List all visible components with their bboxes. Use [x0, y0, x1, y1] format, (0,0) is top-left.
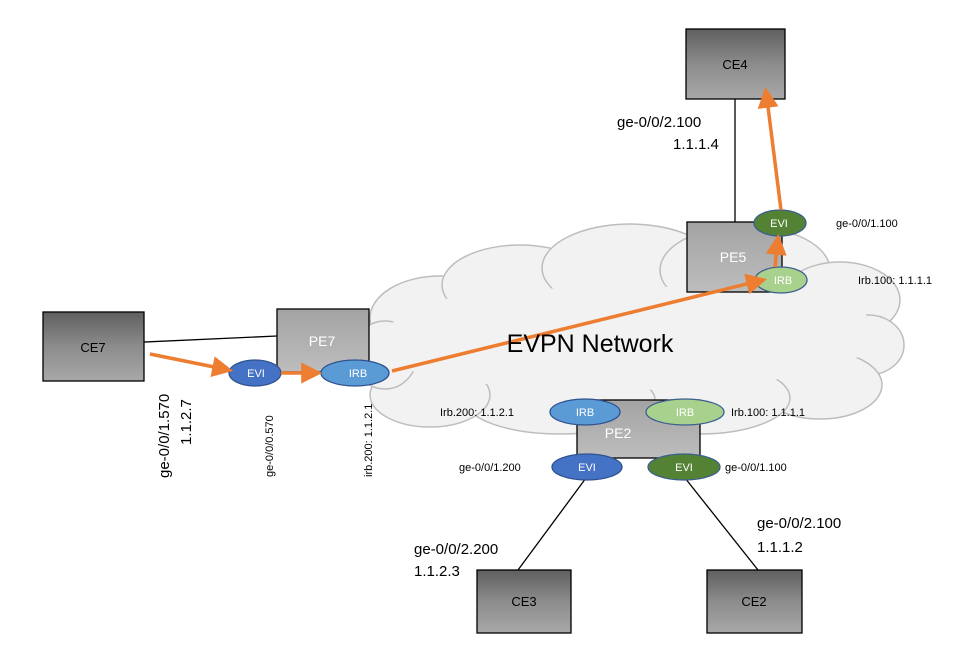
- arrow-ce7-to-evi: [149, 352, 234, 377]
- pe2-irb200-oval: IRB: [549, 398, 621, 426]
- ce2-interface-label: ge-0/0/2.100: [757, 515, 841, 532]
- pe5-irb-label: IRB: [774, 275, 792, 287]
- ce3-interface-label: ge-0/0/2.200: [414, 541, 498, 558]
- pe2-irb100-interface-label: Irb.100: 1.1.1.1: [731, 407, 805, 419]
- ce2-label: CE2: [741, 594, 766, 609]
- pe7-evi-oval: EVI: [228, 359, 282, 387]
- pe2-irb200-interface-label: Irb.200: 1.1.2.1: [440, 407, 514, 419]
- pe7-irb-interface-label: irb.200: 1.1.2.1: [363, 404, 375, 477]
- traffic-path: [149, 86, 787, 384]
- ce4-ip-label: 1.1.1.4: [673, 136, 719, 153]
- pe5-evi-oval: EVI: [753, 209, 807, 237]
- pe2-irb200-label: IRB: [576, 407, 594, 419]
- pe5-evi-label: EVI: [770, 218, 788, 230]
- pe7-evi-interface-label: ge-0/0/0.570: [264, 415, 276, 477]
- ce4-router: CE4: [685, 28, 786, 100]
- arrow-irb-to-evi: [765, 233, 787, 268]
- pe7-evi-label: EVI: [247, 368, 265, 380]
- pe5-label: PE5: [720, 249, 747, 265]
- pe2-irb100-label: IRB: [676, 407, 694, 419]
- ce4-label: CE4: [722, 57, 747, 72]
- ce3-ip-label: 1.1.2.3: [414, 563, 460, 580]
- pe5-evi-interface-label: ge-0/0/1.100: [836, 218, 898, 230]
- ce7-interface-label: ge-0/0/1.570: [156, 394, 173, 478]
- pe2-evi200-oval: EVI: [551, 453, 623, 481]
- ce7-label: CE7: [80, 340, 105, 355]
- pe7-irb-oval: IRB: [320, 359, 390, 387]
- pe2-evi100-label: EVI: [675, 462, 693, 474]
- ce3-router: CE3: [476, 569, 572, 634]
- pe2-evi200-label: EVI: [578, 462, 596, 474]
- arrow-pe7-to-pe5: [391, 273, 768, 373]
- ce4-interface-label: ge-0/0/2.100: [617, 114, 701, 131]
- pe2-label: PE2: [605, 425, 632, 441]
- arrow-evi-to-ce4: [757, 86, 783, 211]
- pe5-irb-oval: IRB: [754, 266, 808, 294]
- ce7-ip-label: 1.1.2.7: [178, 399, 195, 445]
- ce7-router: CE7: [42, 311, 145, 382]
- pe2-evi100-oval: EVI: [647, 453, 721, 481]
- cloud-label: EVPN Network: [507, 330, 674, 358]
- pe5-irb-interface-label: Irb.100: 1.1.1.1: [858, 275, 932, 287]
- pe2-irb100-oval: IRB: [645, 398, 725, 426]
- ce2-router: CE2: [706, 569, 803, 634]
- pe2-evi200-interface-label: ge-0/0/1.200: [459, 462, 521, 474]
- ce3-label: CE3: [511, 594, 536, 609]
- pe5-router: PE5: [686, 221, 783, 293]
- pe7-label: PE7: [309, 333, 336, 349]
- ce2-ip-label: 1.1.1.2: [757, 539, 803, 556]
- pe2-evi100-interface-label: ge-0/0/1.100: [725, 462, 787, 474]
- links: [122, 99, 759, 571]
- pe7-irb-label: IRB: [349, 368, 367, 380]
